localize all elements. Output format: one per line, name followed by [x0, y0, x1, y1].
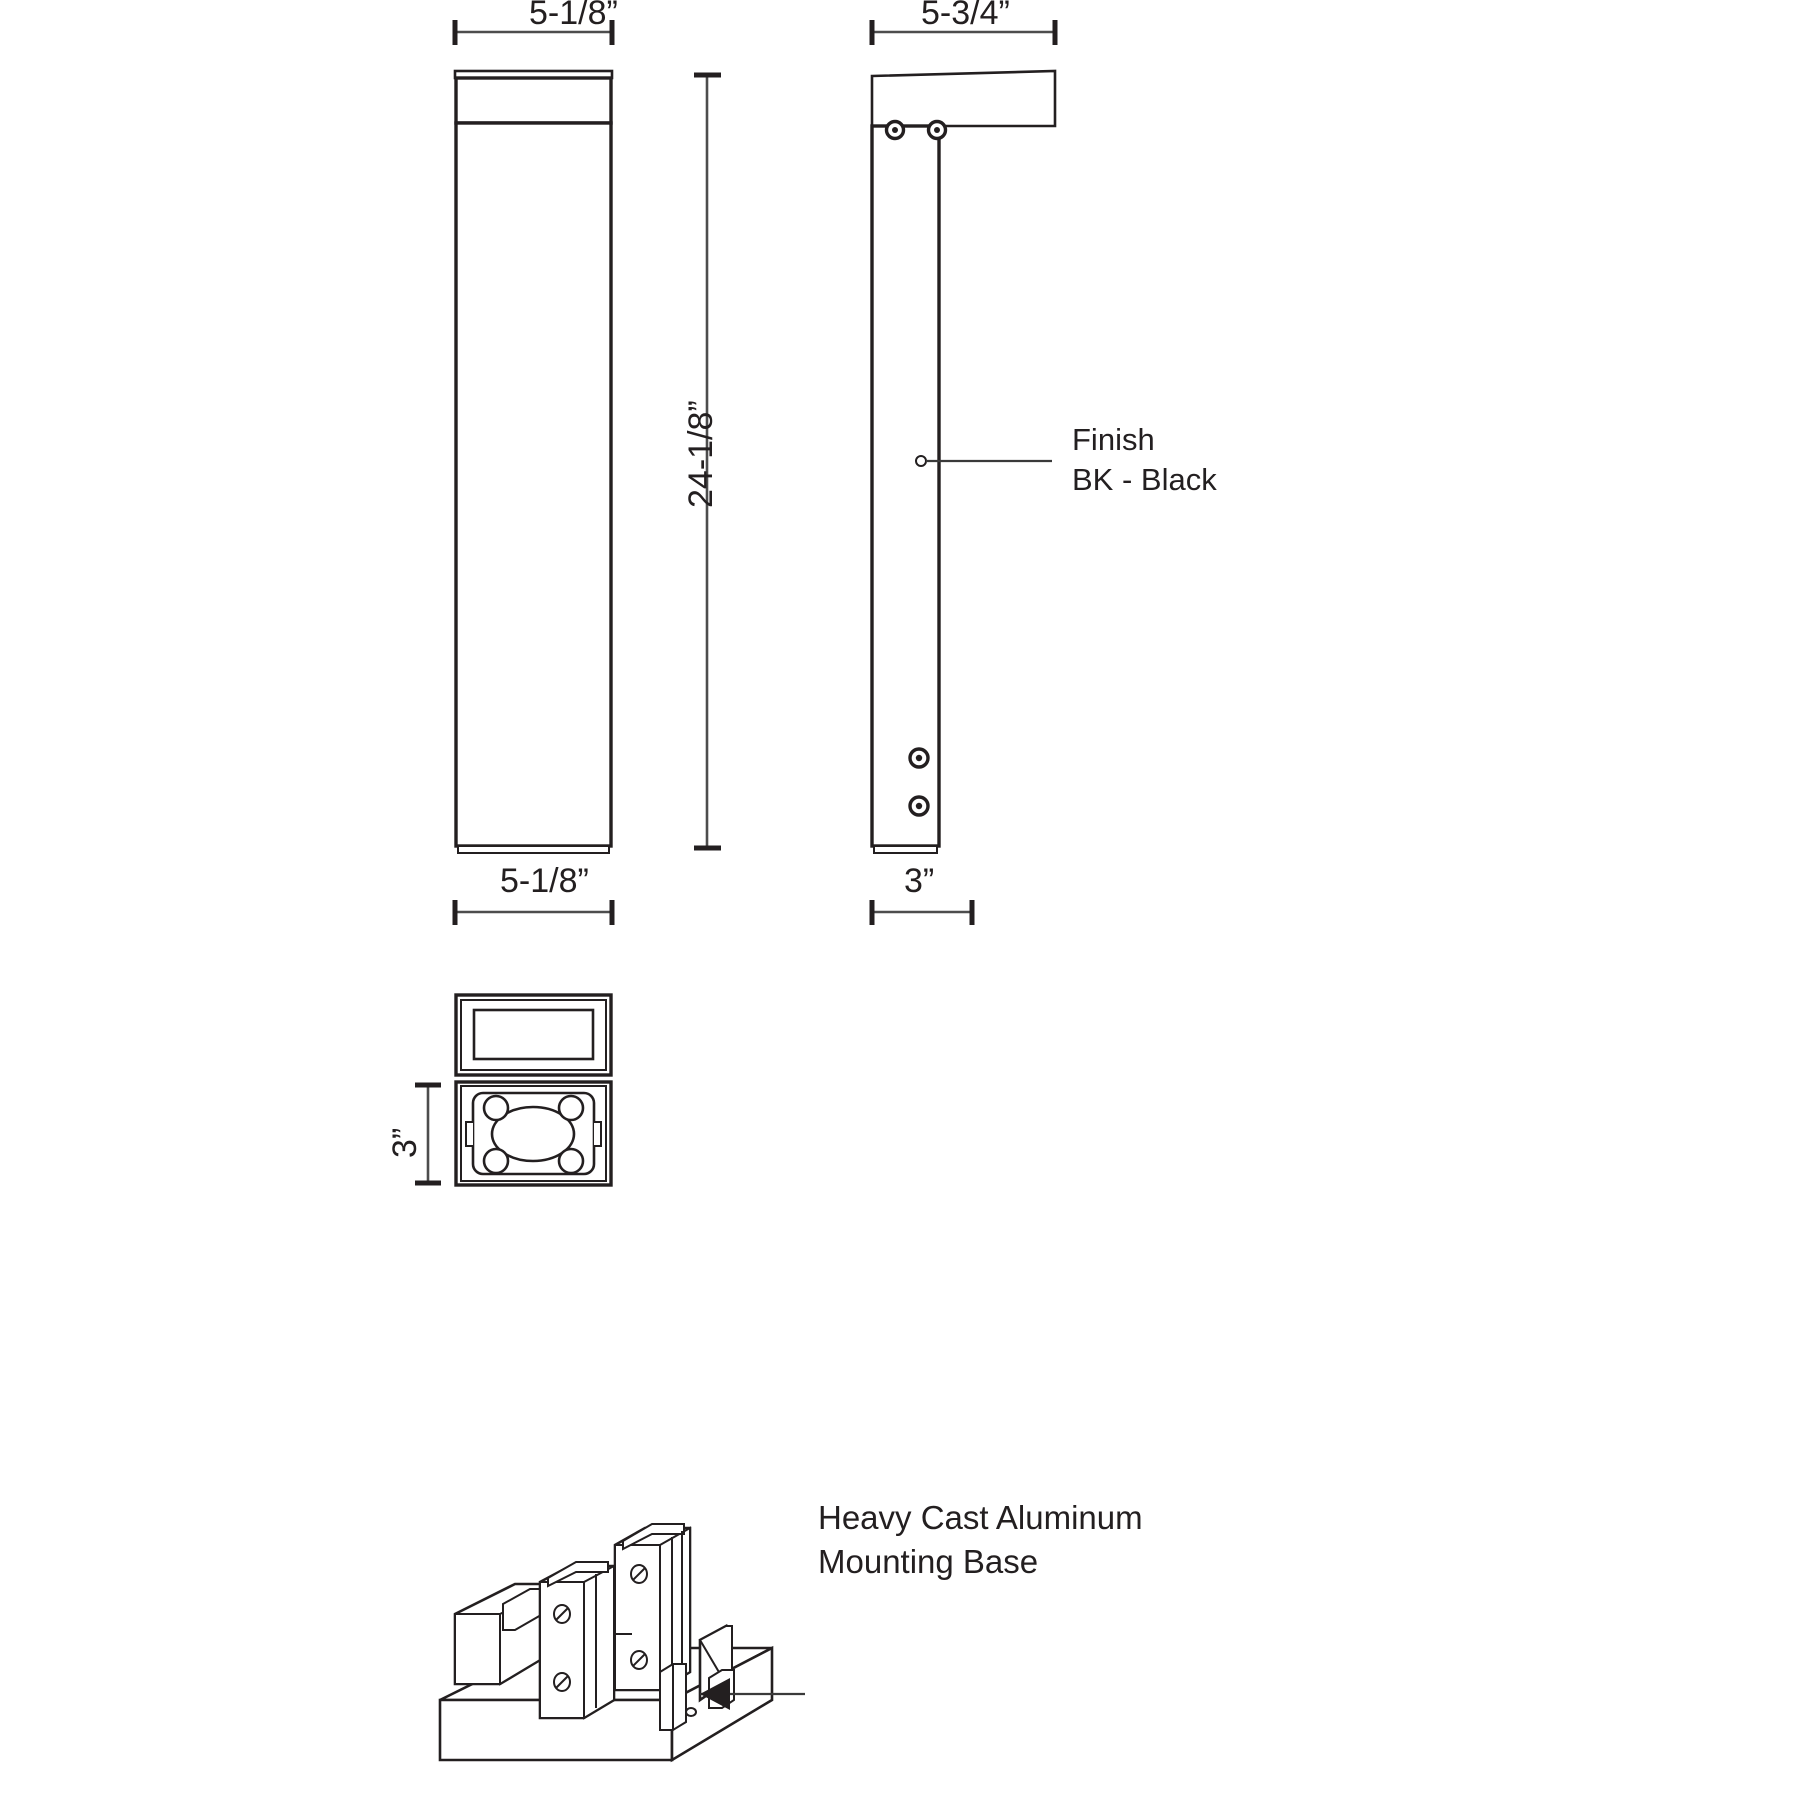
side-elevation-view — [870, 69, 1057, 854]
fastener-lower-pair — [908, 747, 930, 817]
finish-callout: Finish BK - Black — [1072, 420, 1217, 499]
dim-label-side-top-width: 5-3/4” — [921, 0, 1010, 32]
dim-label-side-bottom-width: 3” — [904, 862, 935, 900]
dim-overall-height — [694, 72, 721, 851]
dim-label-front-top-width: 5-1/8” — [529, 0, 618, 32]
base-callout-line-2: Mounting Base — [818, 1543, 1039, 1581]
finish-callout-line-1: Finish — [1072, 422, 1155, 457]
dim-label-front-bottom-width: 5-1/8” — [500, 862, 589, 900]
finish-callout-leader — [915, 455, 1052, 467]
base-callout-leader — [700, 1678, 805, 1710]
fastener-upper-pair — [884, 119, 948, 141]
base-callout-line-1: Heavy Cast Aluminum — [818, 1499, 1143, 1536]
plan-section-view — [454, 993, 613, 1187]
dim-side-top-width — [869, 20, 1058, 45]
dim-label-overall-height: 24-1/8” — [682, 400, 720, 508]
dim-plan-depth — [415, 1082, 441, 1186]
base-callout: Heavy Cast Aluminum Mounting Base — [818, 1496, 1143, 1584]
dim-front-bottom-width — [452, 900, 615, 925]
dim-side-bottom-width — [869, 900, 975, 925]
finish-callout-line-2: BK - Black — [1072, 461, 1217, 497]
isometric-mounting-base-view — [438, 1523, 774, 1763]
dim-front-top-width — [452, 20, 615, 45]
dim-label-plan-depth: 3” — [386, 1127, 424, 1158]
front-elevation-view — [453, 69, 614, 854]
